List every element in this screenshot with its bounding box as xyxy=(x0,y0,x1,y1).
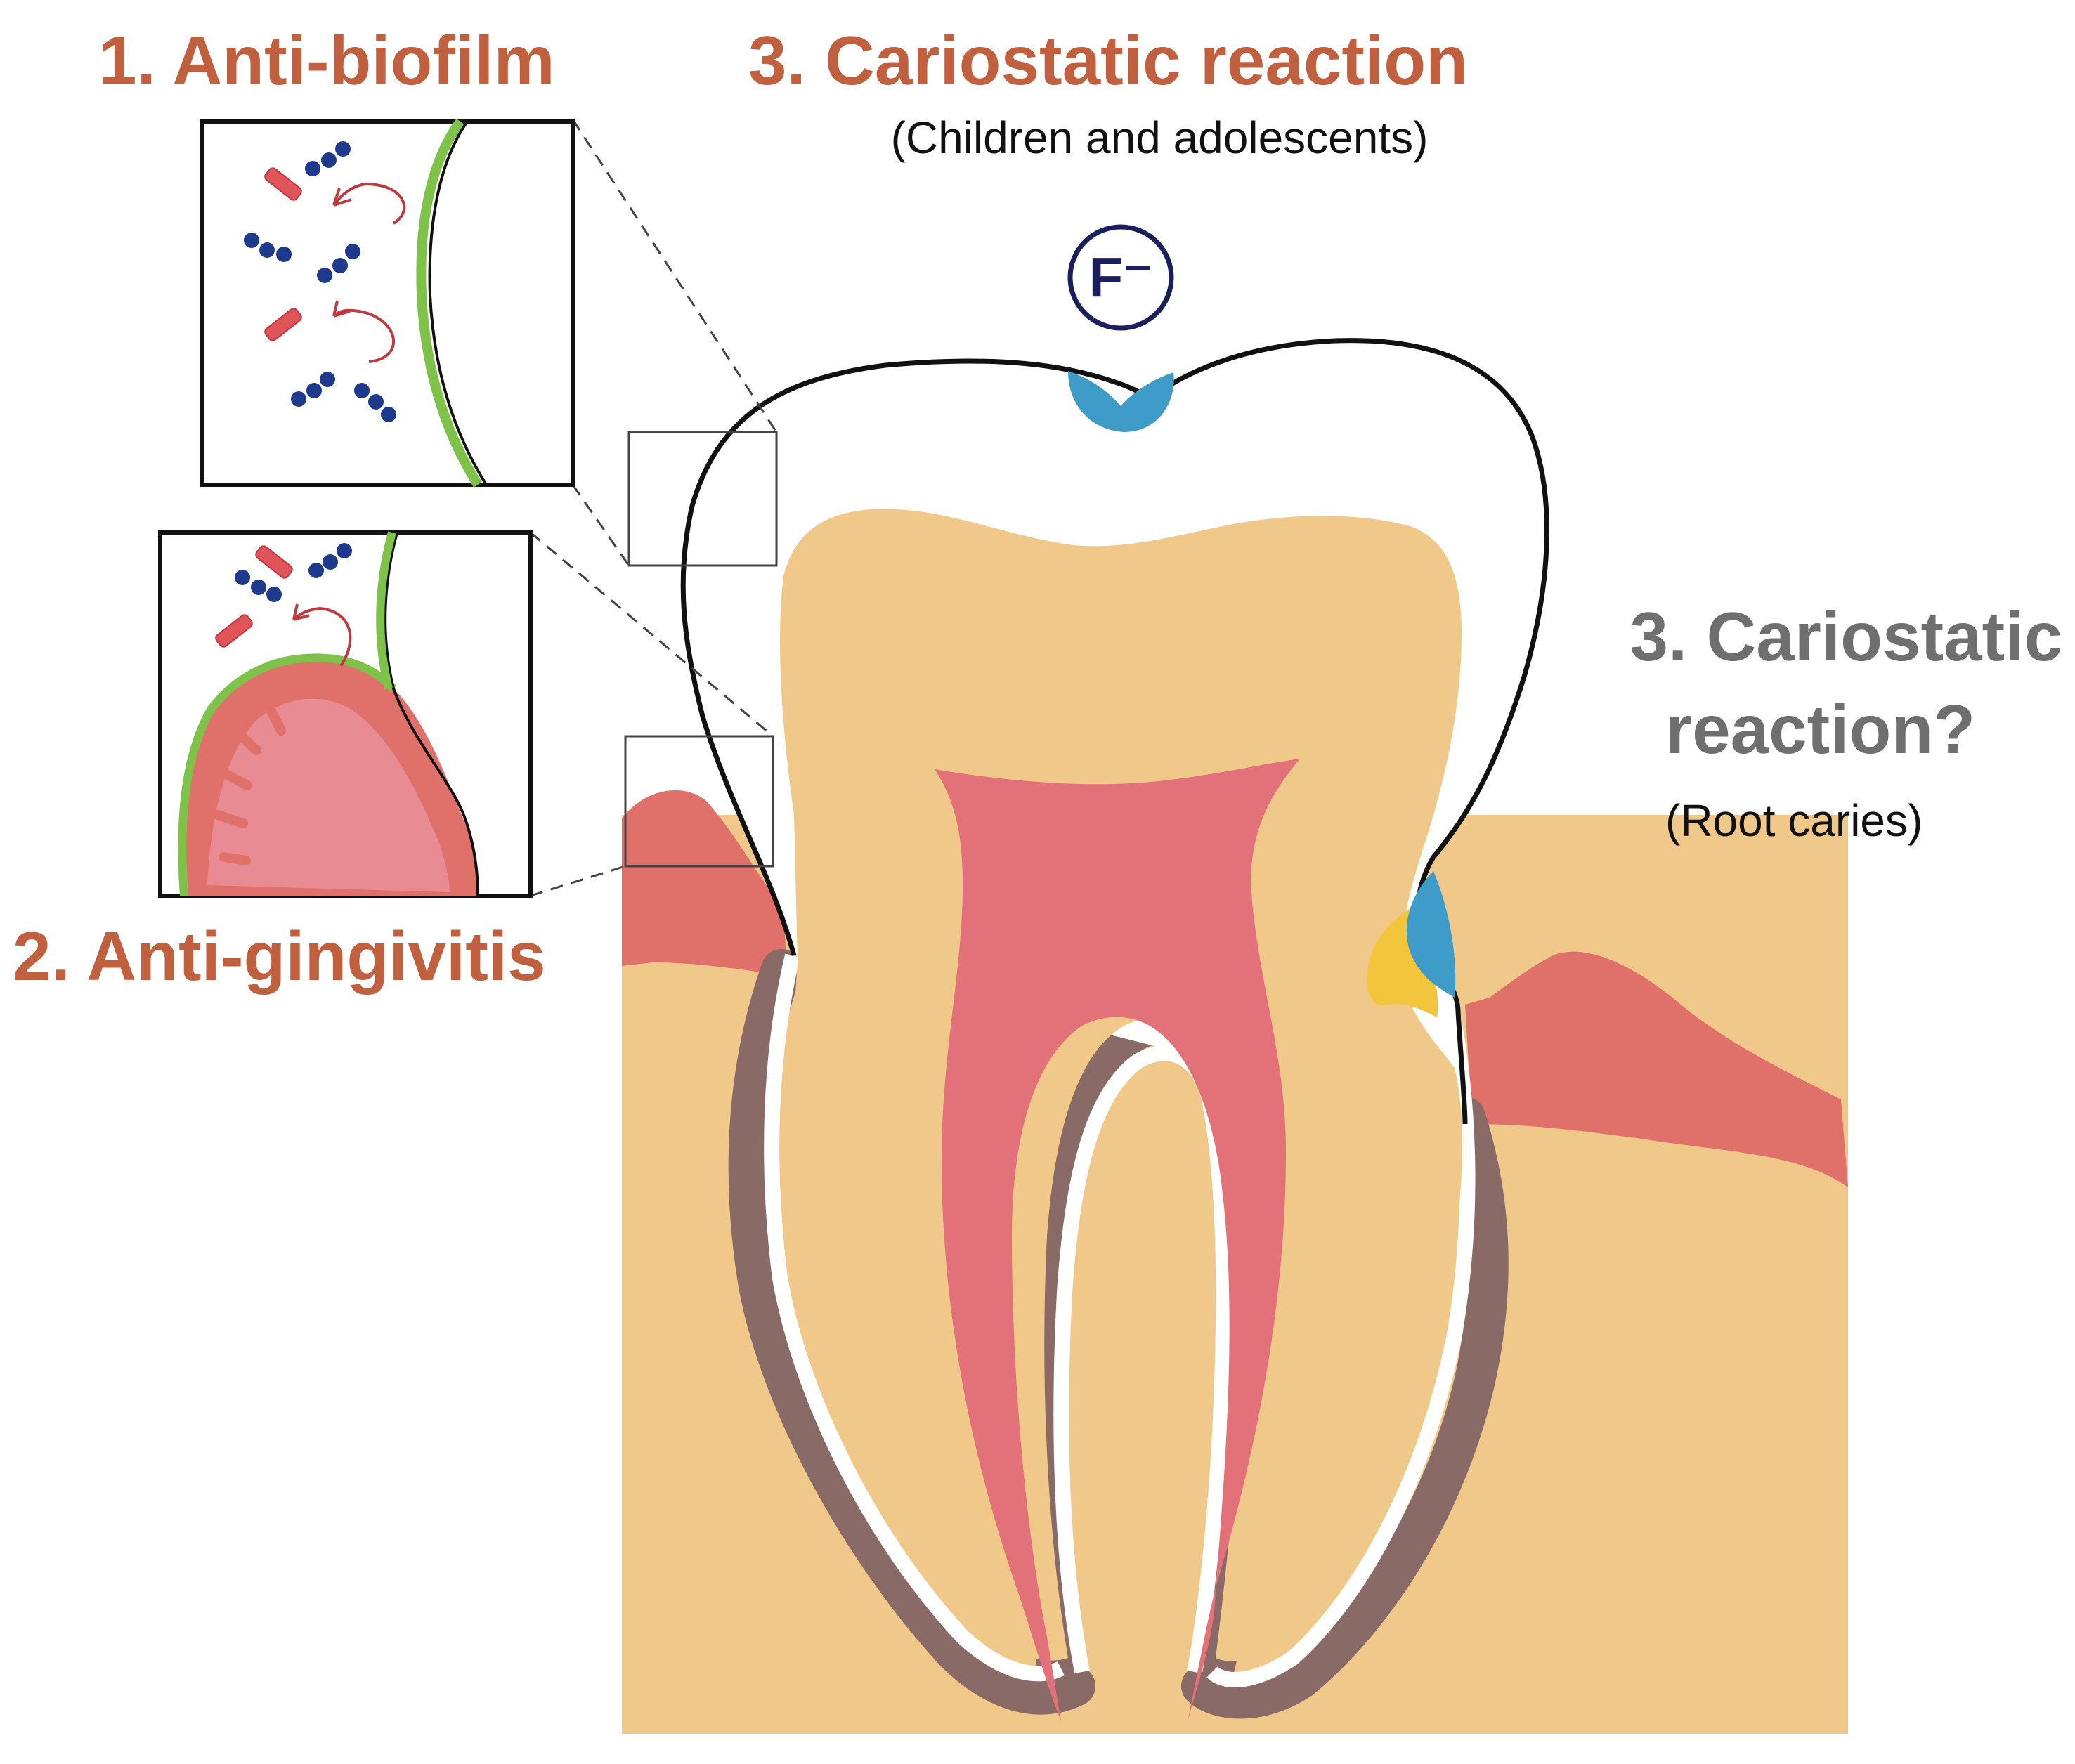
cariostatic-top-label: 3. Cariostatic reaction xyxy=(748,22,1468,99)
fluoride-spot-root xyxy=(1406,871,1456,998)
fluoride-ion-label: F⁻ xyxy=(1088,246,1152,308)
bacteria-rods xyxy=(264,167,302,341)
cariostatic-side-label-line1: 3. Cariostatic xyxy=(1630,598,2062,675)
bacteria-cocci xyxy=(244,141,396,422)
cariostatic-side-label-line2: reaction? xyxy=(1665,691,1975,768)
zoom-region-biofilm xyxy=(627,431,778,567)
inset-anti-biofilm xyxy=(200,118,575,488)
fluoride-ion-badge: F⁻ xyxy=(1067,224,1174,331)
bacteria-rods-2 xyxy=(215,545,293,648)
anti-biofilm-label: 1. Anti-biofilm xyxy=(98,22,555,99)
anti-gingivitis-label: 2. Anti-gingivitis xyxy=(13,917,546,995)
gum-folds xyxy=(213,698,286,865)
root-cementum xyxy=(764,953,1476,1688)
cariostatic-top-sublabel: (Children and adolescents) xyxy=(891,112,1429,163)
gum-left xyxy=(622,790,787,976)
gum-right xyxy=(1465,951,1848,1187)
bacteria-cocci-2 xyxy=(235,543,352,602)
repel-arrows xyxy=(332,182,406,363)
zoom-connectors xyxy=(530,119,778,897)
repel-arrow-2 xyxy=(292,603,352,667)
inset-anti-gingivitis xyxy=(158,530,533,898)
pulp xyxy=(935,759,1300,1721)
fluoride-spot xyxy=(1068,371,1174,432)
zoom-region-gingiva xyxy=(624,735,774,868)
cariostatic-side-sublabel: (Root caries) xyxy=(1665,795,1923,846)
